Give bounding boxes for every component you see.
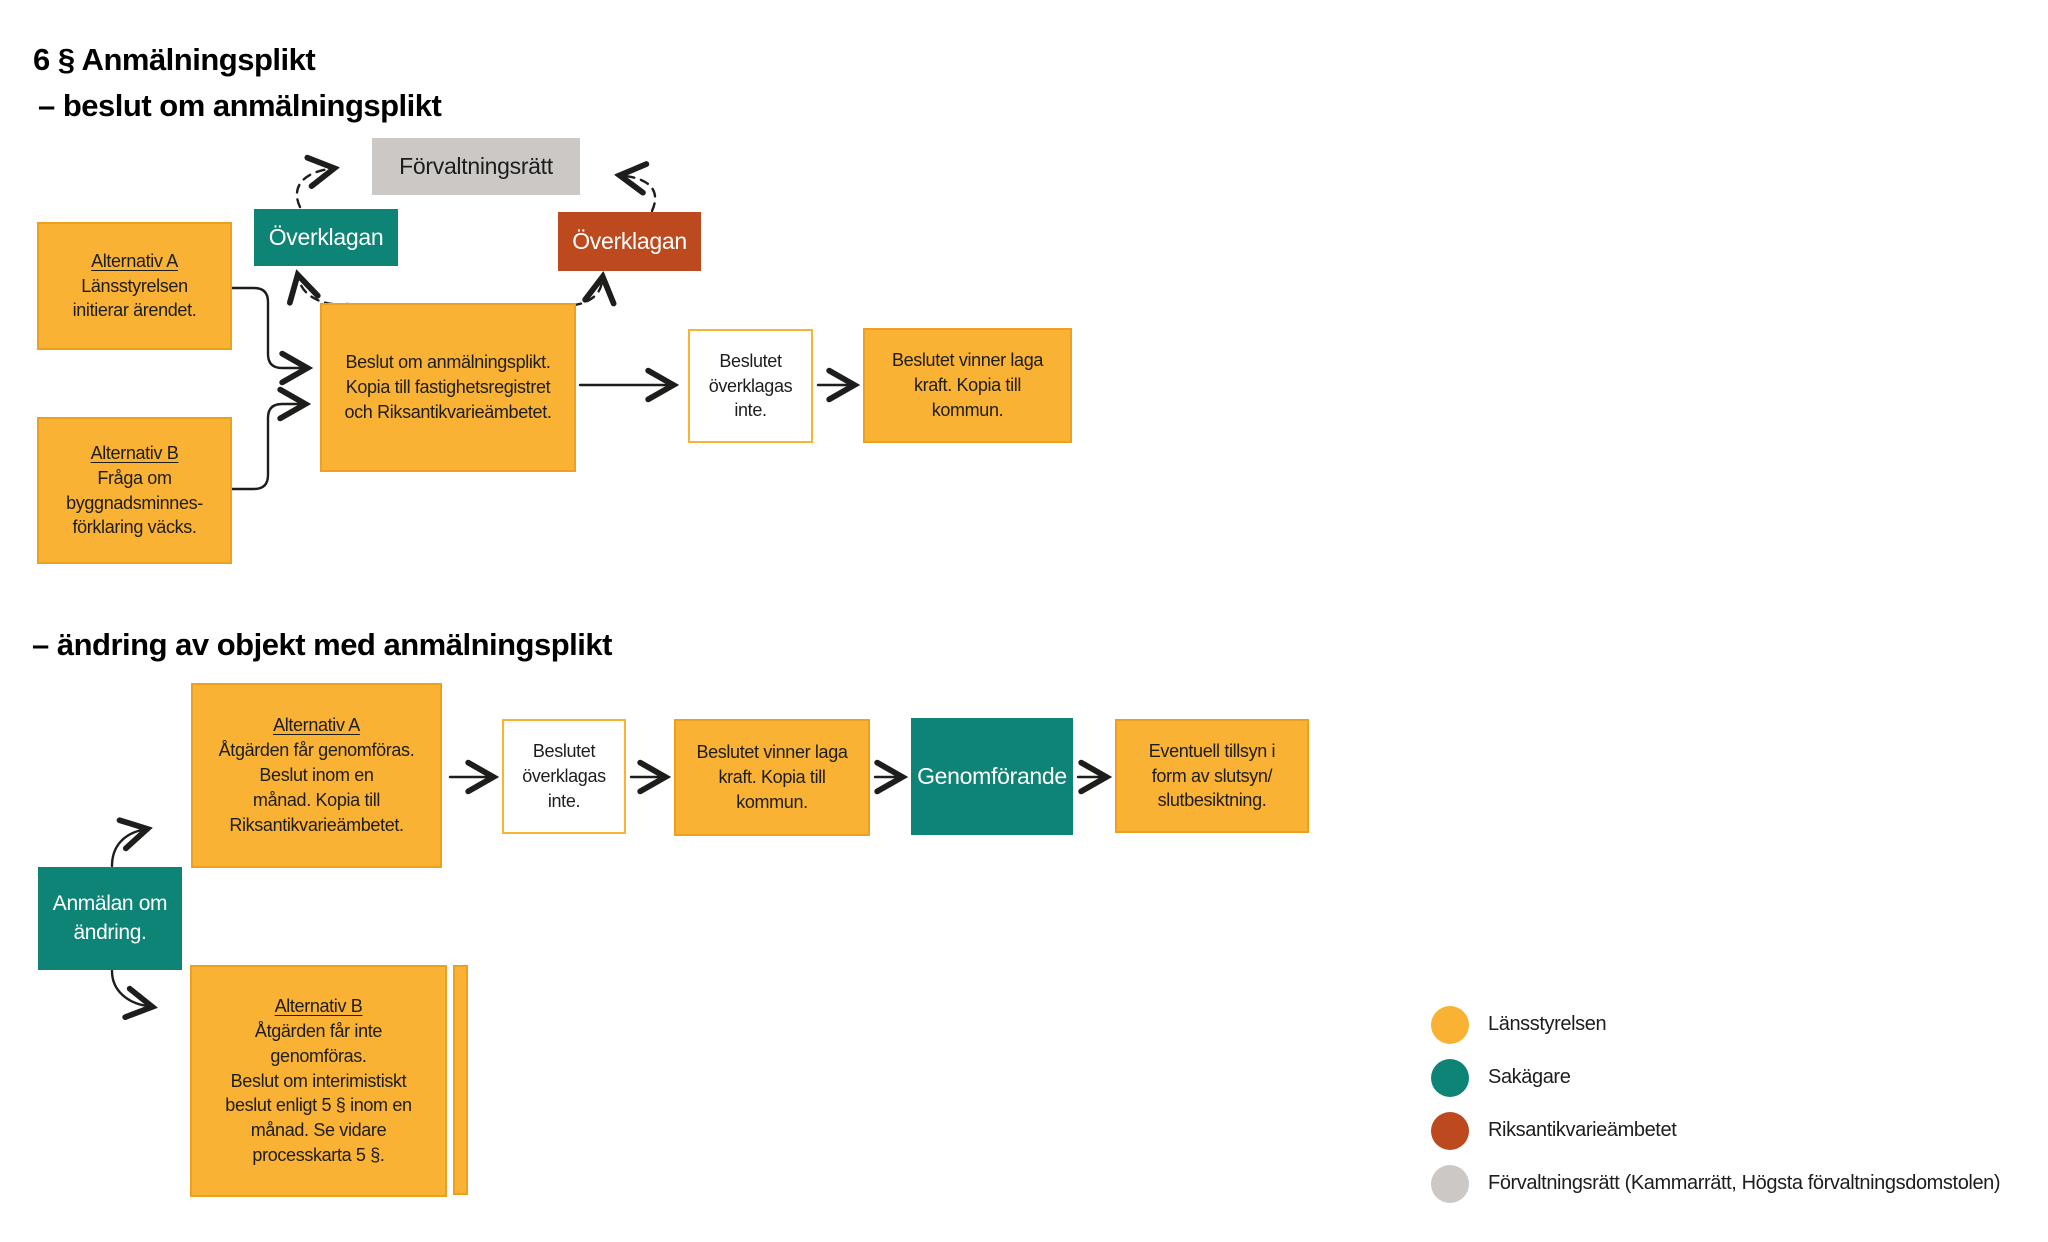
legend-label: Förvaltningsrätt (Kammarrätt, Högsta för… <box>1488 1172 2001 1194</box>
node-alternativ-b-stack-edge <box>453 965 468 1195</box>
node-heading: Alternativ B <box>90 442 179 463</box>
legend-row-forvaltningsratt: Förvaltningsrätt (Kammarrätt, Högsta för… <box>1431 1157 2001 1210</box>
section2-title: – ändring av objekt med anmälningsplikt <box>32 627 612 662</box>
legend-row-sakagare: Sakägare <box>1431 1051 2000 1104</box>
node-beslutet-vinner-laga-kraft-flow2: Beslutet vinner laga kraft. Kopia till k… <box>674 719 870 836</box>
node-heading: Alternativ B <box>274 996 363 1017</box>
node-beslutet-overklagas-inte-flow2: Beslutet överklagas inte. <box>502 719 626 834</box>
node-alternativ-b-flow2: Alternativ B Åtgärden får inte genomföra… <box>190 965 447 1197</box>
legend-label: Sakägare <box>1488 1066 1571 1088</box>
node-anmalan-om-andring: Anmälan om ändring. <box>38 867 182 970</box>
arrow-anmalan-to-alta2 <box>110 830 142 868</box>
dashed-arrow-beslut-to-overklagan-right <box>556 282 602 307</box>
node-body: Länsstyrelsen initierar ärendet. <box>72 275 197 321</box>
legend-label: Länsstyrelsen <box>1488 1013 1607 1035</box>
node-forvaltningsratt: Förvaltningsrätt <box>372 138 580 195</box>
node-beslutet-overklagas-inte-flow1: Beslutet överklagas inte. <box>688 329 813 443</box>
legend: Länsstyrelsen Sakägare Riksantikvarieämb… <box>1431 998 2001 1210</box>
legend-swatch-forvaltningsratt <box>1431 1164 1469 1203</box>
page-title: 6 § Anmälningsplikt <box>33 42 316 77</box>
node-alternativ-a-flow1: Alternativ A Länsstyrelsen initierar äre… <box>37 222 232 350</box>
arrow-altb-to-beslut <box>230 404 300 491</box>
dashed-arrow-beslut-to-overklagan-left <box>299 280 350 306</box>
node-heading: Alternativ A <box>273 715 360 736</box>
legend-swatch-sakagare <box>1431 1058 1469 1097</box>
node-heading: Alternativ A <box>91 250 178 271</box>
node-genomforande: Genomförande <box>911 718 1073 835</box>
node-beslut-om-anmalningsplikt: Beslut om anmälningsplikt. Kopia till fa… <box>320 303 576 472</box>
node-overklagan-sakagare: Överklagan <box>254 209 398 266</box>
legend-swatch-riksantikvarieambetet <box>1431 1111 1469 1150</box>
dashed-arrow-overklagan-right-to-forvaltningsratt <box>625 176 657 213</box>
node-overklagan-riksantikvarieambetet: Överklagan <box>558 212 701 271</box>
node-beslutet-vinner-laga-kraft-flow1: Beslutet vinner laga kraft. Kopia till k… <box>863 328 1072 443</box>
section1-title: – beslut om anmälningsplikt <box>38 88 442 123</box>
dashed-arrow-overklagan-left-to-forvaltningsratt <box>295 169 329 209</box>
node-alternativ-a-flow2: Alternativ A Åtgärden får genomföras. Be… <box>191 683 442 868</box>
legend-swatch-lansstyrelsen <box>1431 1005 1469 1044</box>
node-eventuell-tillsyn: Eventuell tillsyn i form av slutsyn/ slu… <box>1115 719 1309 833</box>
node-alternativ-b-flow1: Alternativ B Fråga om byggnadsminnes- fö… <box>37 417 232 564</box>
node-body: Åtgärden får genomföras. Beslut inom en … <box>218 740 415 835</box>
arrow-alta-to-beslut <box>230 286 302 368</box>
legend-row-riksantikvarieambetet: Riksantikvarieämbetet <box>1431 1104 2000 1157</box>
legend-label: Riksantikvarieämbetet <box>1488 1119 1677 1141</box>
node-body: Åtgärden får inte genomföras. Beslut om … <box>225 1020 412 1166</box>
arrow-anmalan-to-altb2 <box>110 969 147 1006</box>
legend-row-lansstyrelsen: Länsstyrelsen <box>1431 998 2000 1051</box>
node-body: Fråga om byggnadsminnes- förklaring väck… <box>66 467 203 538</box>
